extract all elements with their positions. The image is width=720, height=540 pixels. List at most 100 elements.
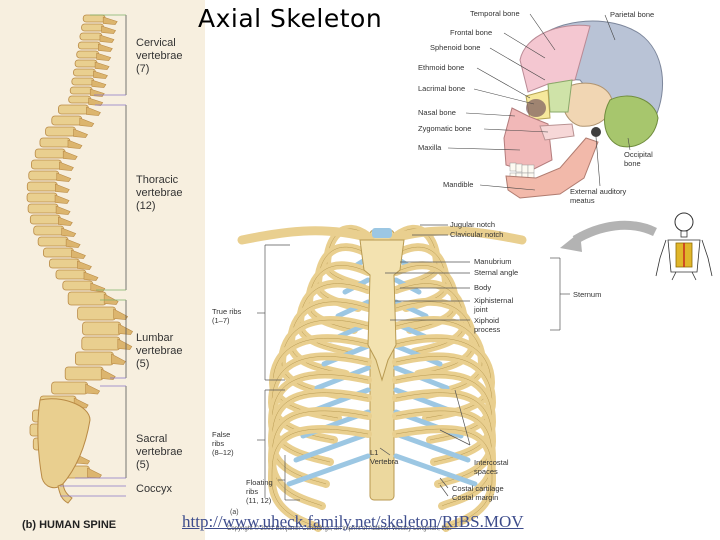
label-nasal-bone: Nasal bone [418, 108, 456, 117]
vertebra-process [100, 368, 116, 380]
skull-illustration [447, 13, 664, 199]
label-temporal-bone: Temporal bone [470, 9, 520, 18]
vertebra-process [71, 249, 86, 259]
vertebra-process [67, 139, 83, 149]
spine-column [26, 14, 134, 504]
label-xiphoid-process: Xiphoid process [474, 316, 501, 334]
vertebra [81, 23, 104, 32]
label-sphenoid-bone: Sphenoid bone [430, 43, 481, 52]
label-frontal-bone: Frontal bone [450, 28, 493, 37]
vertebra [31, 159, 62, 170]
vertebra [73, 68, 96, 77]
vertebra [45, 126, 76, 137]
vertebra [82, 14, 106, 23]
costal-cartilage [286, 453, 371, 487]
vertebra-process [113, 308, 129, 320]
vertebra-process [65, 238, 81, 248]
thorax-brackets [257, 224, 570, 501]
label-costal-margin: Costal margin [452, 493, 499, 502]
label-cervical-vertebrae: Cervical vertebrae (7) [136, 37, 183, 75]
costal-cartilage [293, 431, 371, 463]
vertebra-process [102, 16, 118, 25]
vertebra [62, 280, 94, 291]
vertebra-process [98, 43, 113, 52]
label-occipital-bone: Occipital bone [624, 150, 653, 168]
rib-cage [237, 224, 527, 532]
vertebra [67, 291, 107, 306]
label-sternum: Sternum [573, 290, 602, 299]
vertebra [74, 59, 98, 68]
label-body: Body [474, 283, 492, 292]
vertebra-process [55, 205, 71, 215]
spine-panel [0, 0, 205, 540]
vertebra [51, 381, 89, 395]
label-coccyx: Coccyx [136, 483, 173, 495]
label-false-ribs: False ribs (8–12) [212, 430, 234, 457]
movie-link[interactable]: http://www.uheck.family.net/skeleton/RIB… [182, 512, 524, 531]
label-floating-ribs: Floating ribs (11, 12) [246, 478, 273, 505]
vertebra-process [73, 128, 89, 138]
rib-outline [395, 428, 493, 529]
vertebra [29, 214, 61, 225]
vertebra-process [79, 117, 95, 127]
vertebra-process [96, 52, 112, 61]
vertebra-process [54, 183, 70, 193]
vertebra-process [61, 227, 77, 237]
vertebra-process [54, 194, 70, 204]
vertebra [51, 115, 83, 126]
vertebra [55, 269, 87, 280]
label-external-auditory-meatus: External auditory meatus [570, 187, 627, 205]
vertebra [71, 77, 95, 86]
label-mandible: Mandible [443, 180, 474, 189]
vertebra [37, 236, 69, 247]
vertebra [26, 192, 58, 203]
label-maxilla: Maxilla [418, 143, 442, 152]
label-clavicular-notch: Clavicular notch [450, 230, 504, 239]
clavicle [237, 226, 375, 245]
vertebra [76, 50, 100, 59]
vertebra-process [94, 61, 110, 70]
vertebra [34, 148, 66, 159]
vertebra [77, 41, 101, 50]
spine-caption: (b) HUMAN SPINE [22, 519, 117, 531]
vertebra-process [87, 467, 102, 479]
spine-brackets [60, 14, 127, 497]
clavicle [389, 226, 527, 245]
vertebra [69, 86, 93, 95]
label-lacrimal-bone: Lacrimal bone [418, 84, 466, 93]
vertebra-process [118, 323, 134, 335]
vertebra-process [99, 34, 115, 43]
coccyx [57, 483, 73, 504]
vertebra [58, 104, 89, 115]
vertebra-process [103, 293, 119, 305]
vertebra-process [101, 25, 117, 34]
costal-cartilage [393, 453, 478, 487]
vertebra-process [62, 150, 78, 160]
label-costal-cartilage: Costal cartilage [452, 484, 504, 493]
label-true-ribs: True ribs (1–7) [212, 307, 242, 325]
vertebra [64, 366, 104, 381]
vertebra [77, 306, 117, 321]
vertebra [68, 95, 92, 104]
mini-skeleton [655, 212, 713, 281]
vertebra [27, 203, 59, 214]
vertebra-process [85, 383, 101, 395]
vertebra-process [56, 172, 72, 182]
label-jugular-notch: Jugular notch [450, 220, 496, 229]
vertebra [81, 336, 121, 351]
rib-outline [271, 428, 369, 529]
vertebra [82, 321, 121, 336]
vertebra [75, 351, 114, 366]
label-vertebra: L1 Vertebra [370, 448, 399, 466]
vertebra [28, 170, 60, 181]
label-zygomatic-bone: Zygomatic bone [418, 124, 472, 133]
label-parietal-bone: Parietal bone [610, 10, 655, 19]
label-xiphisternal-joint: Xiphisternal joint [474, 296, 514, 314]
page-title: Axial Skeleton [198, 4, 383, 33]
vertebra [26, 181, 58, 192]
vertebra-process [111, 353, 126, 365]
jugular-notch [372, 228, 392, 238]
vertebra-process [93, 70, 108, 79]
costal-cartilage [393, 431, 471, 463]
